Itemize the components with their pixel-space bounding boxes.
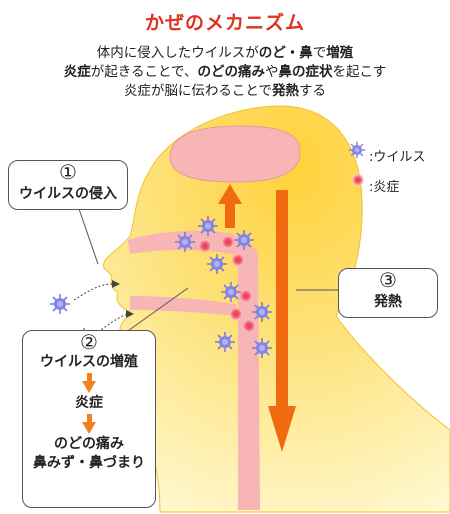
description-line-2: 炎症が起きることで、のどの痛みや鼻の症状を起こす	[63, 64, 387, 80]
entry-arrows	[73, 283, 129, 333]
legend-inflammation-label: :炎症	[369, 179, 400, 195]
callout-step2: ② ウイルスの増殖 炎症 のどの痛み 鼻みず・鼻づまり	[22, 330, 156, 508]
leader-step1	[77, 205, 99, 265]
legend-item-virus: :ウイルス	[345, 140, 425, 170]
description: 体内に侵入したウイルスがのど・鼻で増殖 炎症が起きることで、のどの痛みや鼻の症状…	[0, 44, 450, 101]
step1-number: ①	[59, 160, 77, 184]
step3-label: 発熱	[374, 294, 402, 310]
legend: :ウイルス :炎症	[345, 140, 425, 200]
description-line-3: 炎症が脳に伝わることで発熱する	[123, 83, 327, 99]
step1-label: ウイルスの侵入	[19, 186, 117, 202]
step2-end1: のどの痛み	[54, 436, 124, 452]
throat	[238, 250, 260, 510]
step2-end2: 鼻みず・鼻づまり	[33, 455, 145, 471]
description-line-1: 体内に侵入したウイルスがのど・鼻で増殖	[96, 45, 354, 61]
fever-arrow-up	[218, 184, 242, 228]
fever-arrow-down	[268, 190, 296, 452]
callout-step1: ① ウイルスの侵入	[8, 160, 128, 210]
step2-label: ウイルスの増殖	[40, 354, 138, 370]
step2-number: ②	[80, 330, 98, 354]
step2-mid: 炎症	[75, 395, 103, 411]
brain	[169, 125, 301, 183]
legend-virus-label: :ウイルス	[369, 149, 426, 165]
step2-arrow-down-icon	[82, 373, 96, 393]
oral-airway	[130, 296, 236, 316]
step2-arrow-down-icon-2	[82, 414, 96, 434]
callout-step3: ③ 発熱	[338, 268, 438, 318]
page-title: かぜのメカニズム	[144, 12, 305, 34]
step3-number: ③	[379, 268, 397, 292]
legend-item-inflammation: :炎症	[345, 170, 425, 200]
